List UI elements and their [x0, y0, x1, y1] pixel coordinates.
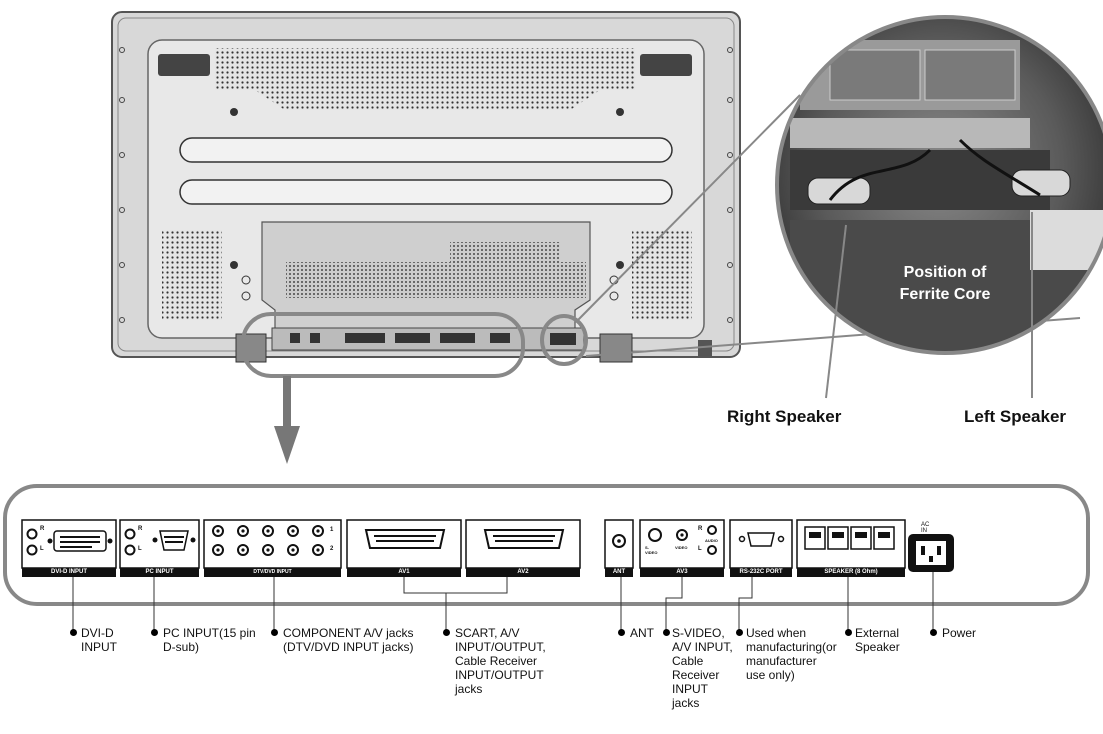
dvi-r: R: [40, 526, 45, 532]
rs232-tag: RS-232C PORT: [739, 569, 783, 575]
svideo-label-line1: S-VIDEO,: [672, 626, 725, 640]
power-label-line1: Power: [942, 626, 977, 640]
component-bullet: [271, 629, 278, 636]
scart-bullet: [443, 629, 450, 636]
av2-tag: AV2: [517, 569, 529, 575]
pc-bullet: [151, 629, 158, 636]
rs232-label-line4: use only): [746, 668, 795, 682]
acin-text: AC IN: [921, 522, 930, 534]
highlight-jacks: [241, 312, 525, 378]
ant-tag: ANT: [612, 569, 626, 575]
leader-lines: [72, 572, 934, 630]
svideo-label-line5: INPUT: [672, 682, 708, 696]
svideo-label-line3: Cable: [672, 654, 704, 668]
svideo-label-line4: Receiver: [672, 668, 720, 682]
rs232-label: Used when manufacturing(or manufacturer …: [746, 626, 837, 682]
down-arrow-icon: [274, 376, 300, 464]
component-label: COMPONENT A/V jacks (DTV/DVD INPUT jacks…: [283, 626, 413, 654]
highlight-ferrite: [540, 314, 588, 366]
ant-bullet: [618, 629, 625, 636]
scart-label-line5: jacks: [455, 682, 483, 696]
scart-label-line2: INPUT/OUTPUT,: [455, 640, 546, 654]
right-speaker-label: Right Speaker: [727, 407, 842, 426]
power-bullet: [930, 629, 937, 636]
pc-tag: PC INPUT: [145, 569, 174, 575]
speaker-bullet: [845, 629, 852, 636]
rs232-label-line2: manufacturing(or: [746, 640, 837, 654]
scart-label: SCART, A/V INPUT/OUTPUT, Cable Receiver …: [455, 626, 546, 696]
svideo-label-line6: jacks: [672, 696, 700, 710]
av3-svideo: S-VIDEO: [645, 545, 658, 555]
scart-label-line4: INPUT/OUTPUT: [455, 668, 544, 682]
svideo-bullet: [663, 629, 670, 636]
component-label-line1: COMPONENT A/V jacks: [283, 626, 414, 640]
dvi-bullet: [70, 629, 77, 636]
speaker-label-line2: Speaker: [855, 640, 900, 654]
svideo-label-line2: A/V INPUT,: [672, 640, 733, 654]
speaker-label-line1: External: [855, 626, 900, 640]
pc-label-line1: PC INPUT(15 pin: [163, 626, 256, 640]
rs232-label-line1: Used when: [746, 626, 807, 640]
ant-label: ANT: [630, 626, 654, 640]
component-label-line2: (DTV/DVD INPUT jacks): [283, 640, 414, 654]
tv-back: [111, 11, 741, 363]
ant-label-line1: ANT: [630, 626, 654, 640]
av3-tag: AV3: [676, 569, 688, 575]
ferrite-photo: [777, 17, 1103, 353]
comp-row-1: 1: [330, 527, 334, 533]
av3-audio: AUDIO: [705, 538, 718, 543]
ferrite-label-line2: Ferrite Core: [899, 286, 991, 303]
av3-l: L: [698, 546, 702, 552]
pc-l: L: [138, 546, 142, 552]
av3-video: VIDEO: [675, 545, 688, 550]
scart-label-line1: SCART, A/V: [455, 626, 520, 640]
av1-tag: AV1: [398, 569, 410, 575]
comp-row-2: 2: [330, 546, 334, 552]
dvi-l: L: [40, 546, 44, 552]
ferrite-label: Position of Ferrite Core: [870, 262, 1020, 306]
pc-label: PC INPUT(15 pin D-sub): [163, 626, 256, 654]
pc-label-line2: D-sub): [163, 640, 200, 654]
av3-r: R: [698, 526, 703, 532]
ferrite-label-line1: Position of: [903, 264, 987, 281]
dvi-label: DVI-D INPUT: [81, 626, 117, 654]
dvi-tag: DVI-D INPUT: [51, 569, 87, 575]
dvi-label-line1: DVI-D: [81, 626, 114, 640]
pc-r: R: [138, 526, 143, 532]
rs232-bullet: [736, 629, 743, 636]
svideo-label: S-VIDEO, A/V INPUT, Cable Receiver INPUT…: [672, 626, 733, 710]
rs232-label-line3: manufacturer: [746, 654, 817, 668]
scart-label-line3: Cable Receiver: [455, 654, 538, 668]
connector-panel: [3, 484, 1090, 606]
power-label: Power: [942, 626, 976, 640]
speaker-tag: SPEAKER (8 Ohm): [824, 569, 878, 575]
left-speaker-label: Left Speaker: [964, 407, 1067, 426]
speaker-label: External Speaker: [855, 626, 900, 654]
dvi-label-line2: INPUT: [81, 640, 117, 654]
comp-tag: DTV/DVD INPUT: [253, 569, 292, 575]
